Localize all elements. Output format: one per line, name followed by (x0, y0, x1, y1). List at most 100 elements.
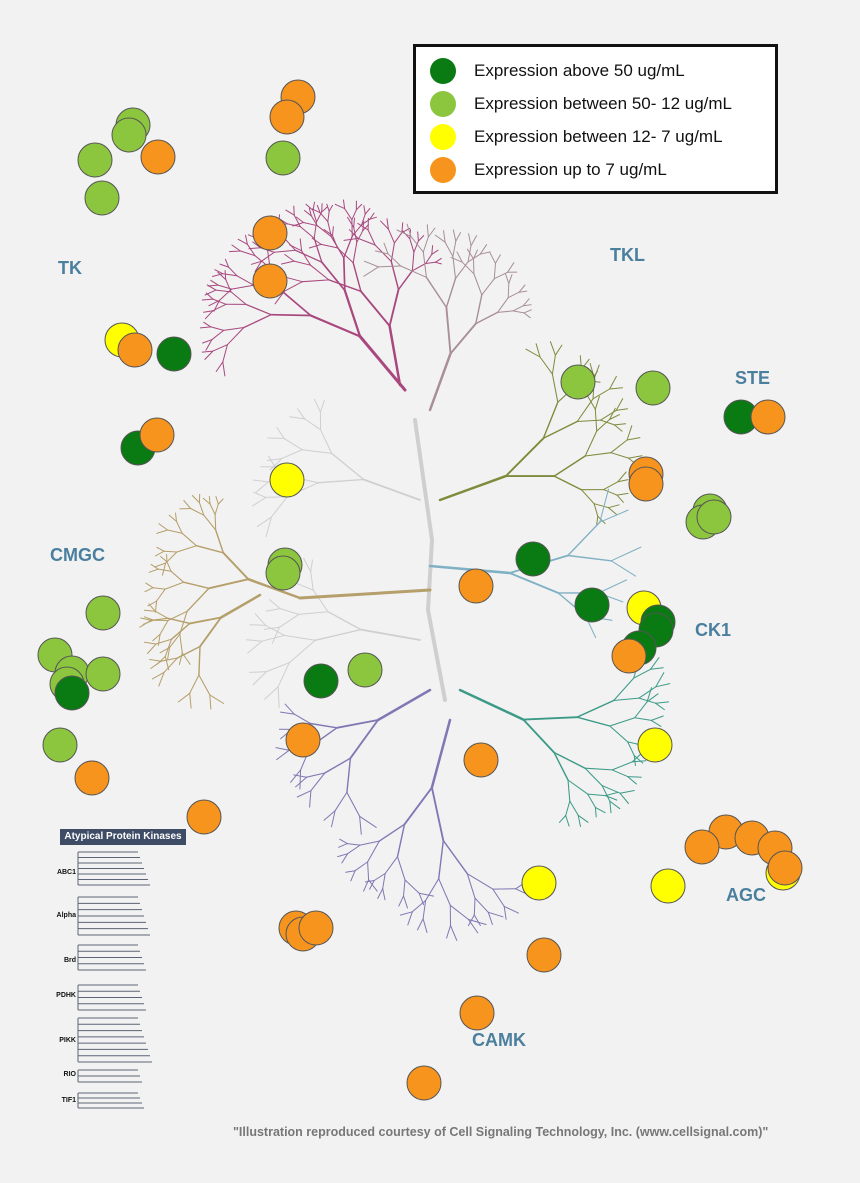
other-branch (320, 400, 324, 412)
ck1-branch (599, 580, 627, 593)
other-branch (285, 635, 316, 640)
cmgc-branch (148, 644, 157, 654)
ste-branch (554, 476, 581, 490)
camk-branch (418, 919, 424, 930)
expression-marker (43, 728, 77, 762)
legend-item: Expression above 50 ug/mL (430, 55, 685, 87)
expression-marker (118, 333, 152, 367)
ste-branch (585, 431, 597, 456)
tk-branch (227, 328, 244, 345)
tk-branch (320, 213, 328, 222)
agc-branch (566, 816, 569, 827)
other-branch (277, 428, 284, 439)
tk-branch (364, 206, 365, 214)
other-branch (253, 480, 268, 482)
atypical-group-label: PIKK (34, 1037, 76, 1044)
other-branch (250, 672, 267, 673)
expression-marker (253, 216, 287, 250)
legend-item: Expression between 12- 7 ug/mL (430, 121, 723, 153)
camk-branch (383, 889, 385, 900)
cmgc-branch (155, 563, 165, 567)
camk-branch (294, 714, 310, 723)
tkl-branch (508, 284, 509, 298)
cmgc-branch (210, 695, 224, 704)
camk-branch (474, 915, 480, 926)
tk-branch (337, 248, 353, 263)
legend-label: Expression between 50- 12 ug/mL (474, 94, 732, 114)
family-label-tkl: TKL (610, 245, 645, 266)
agc-branch (568, 780, 588, 794)
tkl-branch (513, 311, 524, 313)
other-branch (265, 687, 279, 700)
camk-branch (504, 906, 518, 913)
expression-marker (516, 542, 550, 576)
agc-branch (595, 807, 605, 812)
ste-branch (609, 505, 620, 508)
other-branch (289, 640, 315, 662)
tkl-branch (505, 274, 508, 284)
tk-branch (285, 255, 294, 262)
cmgc-branch (164, 551, 177, 552)
cmgc-branch (177, 546, 197, 552)
tkl-branch (498, 311, 513, 313)
agc-branch (606, 796, 617, 801)
tkl-branch (426, 277, 446, 307)
cmgc-branch (190, 675, 199, 693)
atypical-group-label: TIF1 (34, 1097, 76, 1104)
tk-branch (344, 200, 345, 209)
tk-branch (357, 231, 363, 243)
agc-branch (612, 762, 632, 770)
camk-branch (378, 889, 383, 899)
tk-branch (274, 250, 295, 252)
camk-branch (296, 777, 307, 787)
expression-marker (527, 938, 561, 972)
tk-branch (312, 238, 321, 244)
camk-branch (347, 792, 360, 816)
tkl-branch (471, 236, 477, 246)
tkl-branch (364, 267, 379, 276)
agc-branch (595, 807, 596, 817)
other-branch (364, 480, 420, 501)
camk-branch (300, 770, 301, 789)
expression-marker (464, 743, 498, 777)
atypical-group-label: Alpha (34, 912, 76, 919)
tk-branch (321, 244, 337, 248)
agc-branch (566, 801, 570, 815)
cmgc-branch (187, 588, 209, 611)
tkl-branch (490, 253, 495, 263)
ste-branch (594, 504, 608, 508)
cmgc-branch (150, 660, 161, 662)
ste-branch (616, 409, 627, 411)
tk-branch (403, 231, 410, 239)
other-branch (311, 572, 314, 591)
cmgc-branch (157, 589, 166, 601)
tk-branch (410, 239, 414, 253)
other-branch (305, 419, 321, 430)
tk-branch (246, 304, 271, 314)
ste-branch (585, 453, 611, 456)
tkl-branch (494, 263, 495, 278)
tk-branch (333, 227, 334, 236)
cmgc-branch (167, 562, 171, 572)
camk-branch (339, 844, 348, 848)
tk-branch (375, 245, 391, 262)
camk-branch (325, 758, 351, 773)
ste-branch (617, 493, 628, 495)
tk-branch (435, 258, 441, 262)
tk-branch (327, 204, 329, 211)
tk-branch (282, 291, 311, 316)
ste-branch (595, 409, 596, 431)
ste-branch (552, 374, 557, 402)
tk-branch (232, 285, 254, 289)
expression-marker (638, 728, 672, 762)
tk-branch (432, 246, 433, 255)
expression-marker (629, 467, 663, 501)
tk-branch (354, 218, 355, 227)
cmgc-branch (210, 504, 215, 514)
agc-branch (651, 668, 664, 670)
cmgc-branch (162, 563, 165, 575)
cmgc-branch (155, 611, 168, 618)
ste-branch (611, 453, 629, 458)
agc-branch (614, 678, 634, 700)
camk-branch (383, 874, 386, 889)
